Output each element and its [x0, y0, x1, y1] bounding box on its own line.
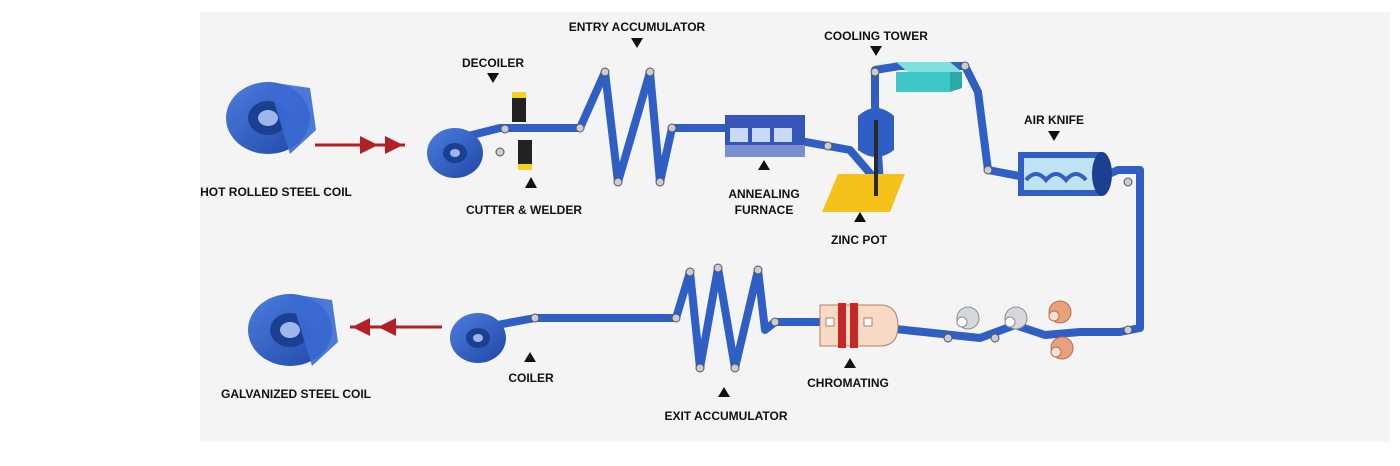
flow-arrow-out-icon: [350, 318, 442, 336]
label-zinc-pot: ZINC POT: [831, 233, 888, 247]
exit-accumulator-rollers: [671, 263, 780, 373]
label-entry-accumulator: ENTRY ACCUMULATOR: [569, 20, 706, 34]
cooling-tower-icon: [870, 61, 970, 92]
label-exit-accumulator: EXIT ACCUMULATOR: [664, 409, 787, 423]
zinc-pot-icon: [822, 108, 905, 212]
label-annealing-furnace-line1: ANNEALING: [728, 187, 799, 201]
label-air-knife: AIR KNIFE: [1024, 113, 1084, 127]
coiler-marker-icon: [524, 352, 536, 362]
decoiler-marker-icon: [487, 73, 499, 83]
label-coiler: COILER: [508, 371, 554, 385]
label-annealing-furnace-line2: FURNACE: [735, 203, 794, 217]
cooling-tower-marker-icon: [870, 46, 882, 56]
annealing-furnace-marker-icon: [758, 160, 770, 170]
galvanized-coil-icon: [248, 294, 338, 366]
air-knife-icon: [983, 152, 1133, 196]
label-chromating: CHROMATING: [807, 376, 889, 390]
exit-accumulator-marker-icon: [718, 387, 730, 397]
decoiler-coil-icon: [427, 128, 483, 178]
label-galvanized-steel-coil: GALVANIZED STEEL COIL: [221, 387, 371, 401]
chromating-icon: [819, 303, 899, 348]
flow-arrow-in-icon: [315, 136, 405, 154]
label-hot-rolled-steel-coil: HOT ROLLED STEEL COIL: [200, 185, 352, 199]
entry-accumulator-marker-icon: [631, 38, 643, 48]
hot-rolled-coil-icon: [226, 82, 316, 154]
label-decoiler: DECOILER: [462, 56, 524, 70]
air-knife-marker-icon: [1048, 131, 1060, 141]
tension-rolls-icon: [943, 300, 1133, 360]
diagram-background: [200, 12, 1390, 442]
chromating-marker-icon: [844, 358, 856, 368]
decoiler-icon: [495, 92, 532, 170]
coiler-coil-icon: [450, 313, 540, 363]
label-cooling-tower: COOLING TOWER: [824, 29, 928, 43]
zinc-pot-marker-icon: [854, 212, 866, 222]
cutter-welder-marker-icon: [525, 177, 537, 188]
label-cutter-welder: CUTTER & WELDER: [466, 203, 582, 217]
entry-accumulator-rollers: [575, 67, 677, 187]
annealing-furnace-icon: [725, 115, 805, 157]
